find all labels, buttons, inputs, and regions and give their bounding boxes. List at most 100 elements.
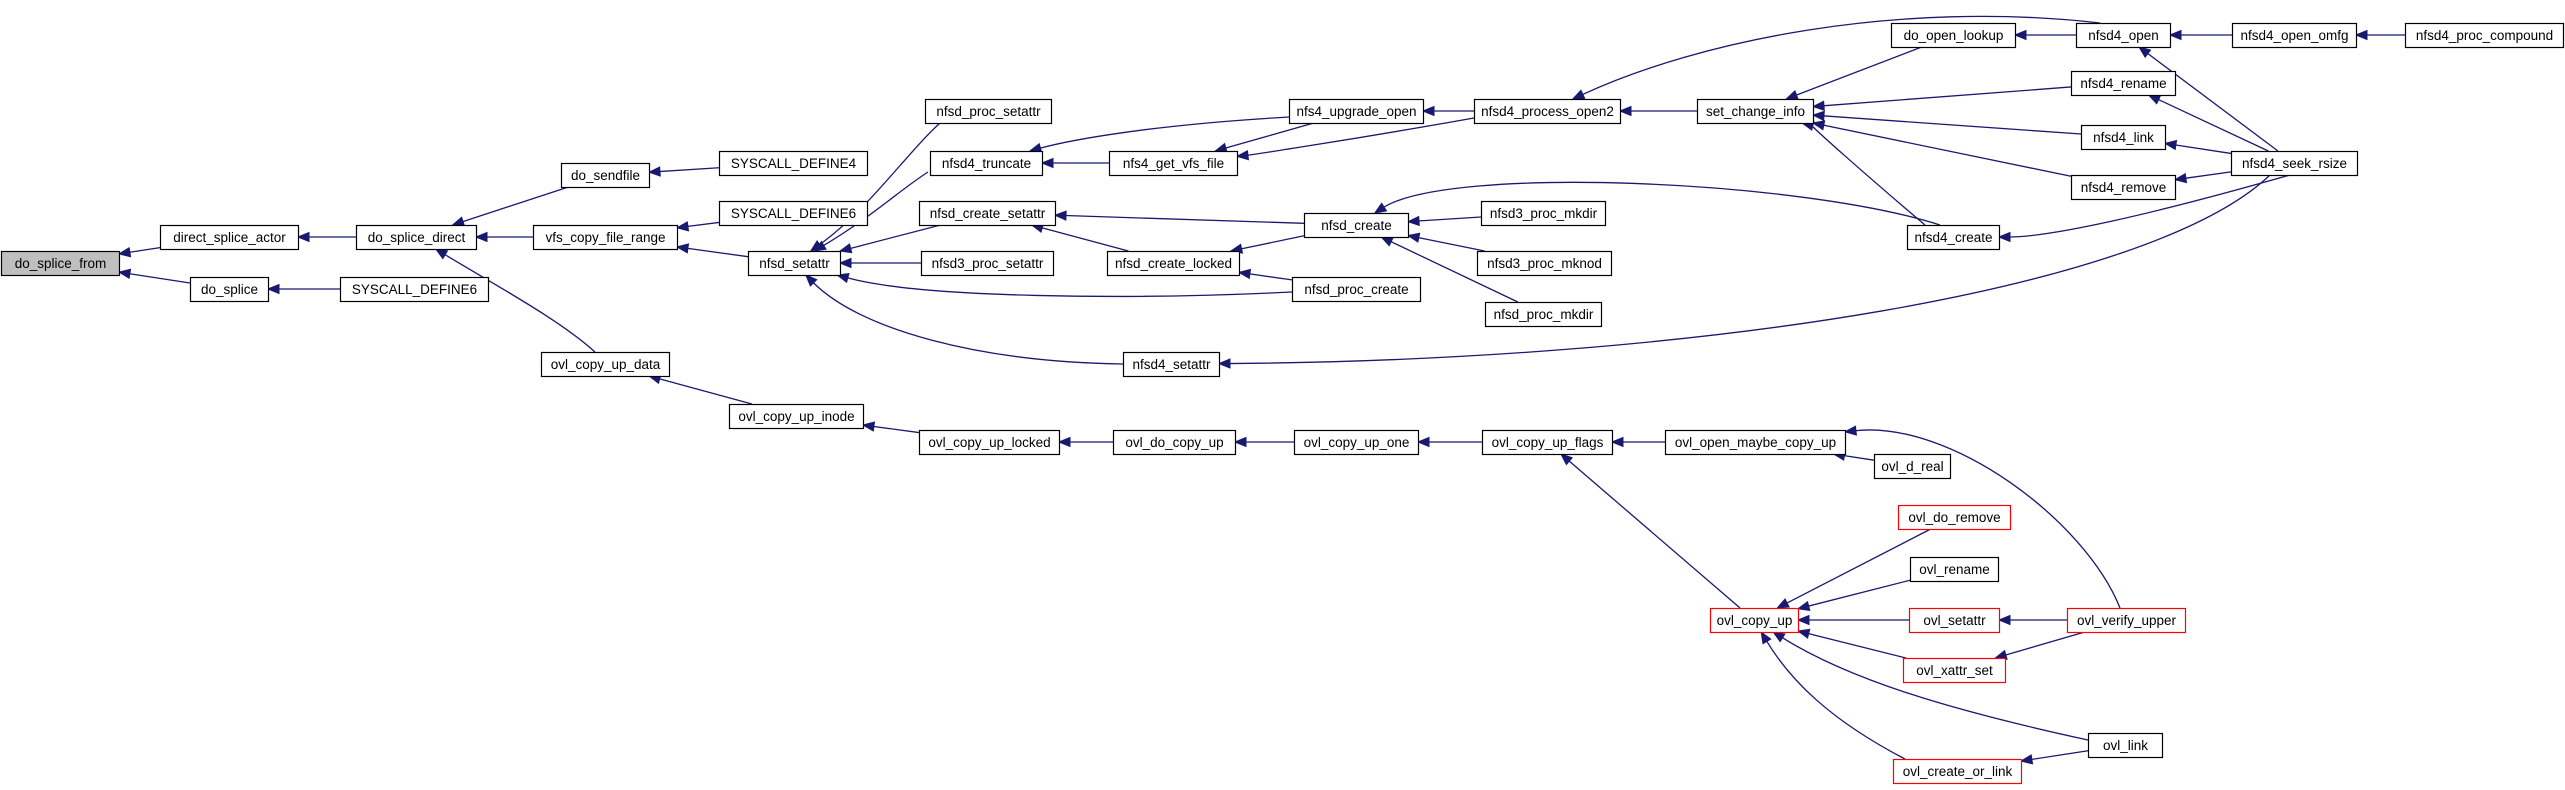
arrowhead bbox=[1057, 436, 1071, 448]
node-ovl-copy-up-data[interactable]: ovl_copy_up_data bbox=[540, 351, 671, 378]
node-label: do_open_lookup bbox=[1904, 28, 2004, 43]
node-ovl-xattr-set[interactable]: ovl_xattr_set bbox=[1902, 657, 2007, 684]
node-nfsd3-proc-setattr[interactable]: nfsd3_proc_setattr bbox=[920, 250, 1055, 277]
node-syscall-define4[interactable]: SYSCALL_DEFINE4 bbox=[718, 150, 869, 177]
node-box bbox=[2080, 124, 2167, 151]
arrowhead bbox=[1406, 215, 1420, 227]
node-ovl-copy-up[interactable]: ovl_copy_up bbox=[1709, 607, 1800, 634]
node-label: ovl_copy_up_data bbox=[551, 357, 661, 372]
edge-ovl_copy_up-to-ovl_copy_up_flags bbox=[1559, 453, 1741, 609]
node-do-open-lookup[interactable]: do_open_lookup bbox=[1890, 22, 2017, 49]
arrowhead bbox=[2019, 754, 2034, 765]
node-box bbox=[2066, 607, 2187, 634]
node-ovl-copy-up-inode[interactable]: ovl_copy_up_inode bbox=[728, 403, 865, 430]
node-ovl-copy-up-one[interactable]: ovl_copy_up_one bbox=[1293, 429, 1420, 456]
edge-nfsd3_proc_mkdir-to-nfsd_create bbox=[1406, 215, 1482, 227]
edge-line bbox=[1568, 460, 1741, 609]
node-box bbox=[2230, 150, 2359, 177]
edge-line bbox=[461, 186, 569, 223]
node-box bbox=[1480, 200, 1607, 227]
node-nfsd-create[interactable]: nfsd_create bbox=[1303, 212, 1410, 239]
node-direct-splice-actor[interactable]: direct_splice_actor bbox=[159, 224, 300, 251]
arrowhead bbox=[1997, 614, 2011, 626]
node-nfs4-upgrade-open[interactable]: nfs4_upgrade_open bbox=[1288, 98, 1425, 125]
node-nfsd-proc-create[interactable]: nfsd_proc_create bbox=[1291, 276, 1422, 303]
node-nfsd4-process-open2[interactable]: nfsd4_process_open2 bbox=[1473, 98, 1622, 125]
edge-nfsd_create_setattr-to-nfsd_setattr bbox=[838, 224, 941, 254]
node-box bbox=[918, 429, 1061, 456]
node-ovl-do-remove[interactable]: ovl_do_remove bbox=[1897, 504, 2012, 531]
node-box bbox=[918, 200, 1057, 227]
edge-line bbox=[1041, 226, 1129, 252]
node-label: nfs4_get_vfs_file bbox=[1123, 156, 1224, 171]
node-label: ovl_link bbox=[2103, 738, 2148, 753]
arrowhead bbox=[1559, 453, 1574, 466]
node-ovl-setattr[interactable]: ovl_setattr bbox=[1908, 607, 2001, 634]
node-nfsd4-setattr[interactable]: nfsd4_setattr bbox=[1122, 351, 1221, 378]
edge-line bbox=[128, 246, 161, 254]
node-nfsd4-open[interactable]: nfsd4_open bbox=[2075, 22, 2172, 49]
node-nfsd4-seek-rsize[interactable]: nfsd4_seek_rsize bbox=[2230, 150, 2359, 177]
node-ovl-do-copy-up[interactable]: ovl_do_copy_up bbox=[1112, 429, 1237, 456]
node-box bbox=[1293, 429, 1420, 456]
node-ovl-create-or-link[interactable]: ovl_create_or_link bbox=[1892, 758, 2023, 785]
node-ovl-open-maybe-copy-up[interactable]: ovl_open_maybe_copy_up bbox=[1664, 429, 1847, 456]
node-nfsd-proc-setattr[interactable]: nfsd_proc_setattr bbox=[924, 98, 1053, 125]
edge-do_splice-to-do_splice_from bbox=[117, 268, 191, 284]
node-ovl-link[interactable]: ovl_link bbox=[2087, 732, 2164, 759]
node-ovl-verify-upper[interactable]: ovl_verify_upper bbox=[2066, 607, 2187, 634]
node-do-splice-direct[interactable]: do_splice_direct bbox=[355, 224, 478, 251]
node-nfsd3-proc-mknod[interactable]: nfsd3_proc_mknod bbox=[1476, 250, 1613, 277]
node-syscall-define6-a[interactable]: SYSCALL_DEFINE6 bbox=[339, 276, 490, 303]
node-do-splice[interactable]: do_splice bbox=[189, 276, 270, 303]
edge-ovl_link-to-ovl_create_or_link bbox=[2019, 750, 2089, 765]
edge-nfs4_get_vfs_file-to-nfsd4_truncate bbox=[1040, 157, 1109, 169]
node-nfsd4-remove[interactable]: nfsd4_remove bbox=[2070, 174, 2177, 201]
node-ovl-copy-up-locked[interactable]: ovl_copy_up_locked bbox=[918, 429, 1061, 456]
arrowhead bbox=[2163, 139, 2178, 151]
arrowhead bbox=[1997, 231, 2011, 243]
node-syscall-define6-b[interactable]: SYSCALL_DEFINE6 bbox=[718, 200, 869, 227]
node-nfsd4-create[interactable]: nfsd4_create bbox=[1906, 224, 2001, 251]
node-label: nfsd4_open_omfg bbox=[2240, 28, 2348, 43]
node-do-sendfile[interactable]: do_sendfile bbox=[560, 162, 651, 189]
node-nfsd4-link[interactable]: nfsd4_link bbox=[2080, 124, 2167, 151]
edge-nfsd4_proc_compound-to-nfsd4_open_omfg bbox=[2354, 29, 2405, 41]
node-label: ovl_verify_upper bbox=[2077, 613, 2177, 628]
node-vfs-copy-file-range[interactable]: vfs_copy_file_range bbox=[532, 224, 679, 251]
node-nfsd4-open-omfg[interactable]: nfsd4_open_omfg bbox=[2231, 22, 2358, 49]
node-label: ovl_do_remove bbox=[1908, 510, 2000, 525]
edge-nfsd3_proc_mknod-to-nfsd_create bbox=[1406, 232, 1485, 252]
node-box bbox=[2070, 174, 2177, 201]
node-ovl-rename[interactable]: ovl_rename bbox=[1909, 556, 2000, 583]
node-nfsd4-proc-compound[interactable]: nfsd4_proc_compound bbox=[2404, 22, 2565, 49]
node-box bbox=[355, 224, 478, 251]
node-box bbox=[718, 150, 869, 177]
node-label: nfsd4_open bbox=[2088, 28, 2159, 43]
node-label: nfsd_create_locked bbox=[1115, 256, 1232, 271]
node-box bbox=[1902, 657, 2007, 684]
node-do-splice-from[interactable]: do_splice_from bbox=[0, 250, 121, 277]
node-nfsd-create-locked[interactable]: nfsd_create_locked bbox=[1106, 250, 1241, 277]
node-nfsd-proc-mkdir[interactable]: nfsd_proc_mkdir bbox=[1484, 301, 1603, 328]
node-nfsd-create-setattr[interactable]: nfsd_create_setattr bbox=[918, 200, 1057, 227]
arrowhead bbox=[2013, 29, 2027, 41]
node-label: do_sendfile bbox=[571, 168, 640, 183]
node-nfsd-setattr[interactable]: nfsd_setattr bbox=[747, 250, 842, 277]
node-nfsd4-truncate[interactable]: nfsd4_truncate bbox=[929, 150, 1044, 177]
node-box bbox=[560, 162, 651, 189]
node-label: SYSCALL_DEFINE4 bbox=[731, 156, 857, 171]
arrowhead bbox=[1235, 149, 1249, 161]
arrowhead bbox=[2137, 46, 2152, 59]
node-nfsd4-rename[interactable]: nfsd4_rename bbox=[2070, 70, 2177, 97]
node-label: vfs_copy_file_range bbox=[545, 230, 665, 245]
arrowhead bbox=[117, 246, 132, 258]
node-ovl-copy-up-flags[interactable]: ovl_copy_up_flags bbox=[1481, 429, 1614, 456]
node-nfs4-get-vfs-file[interactable]: nfs4_get_vfs_file bbox=[1108, 150, 1239, 177]
node-ovl-d-real[interactable]: ovl_d_real bbox=[1873, 453, 1952, 480]
node-box bbox=[1473, 98, 1622, 125]
arrowhead bbox=[838, 257, 852, 269]
node-set-change-info[interactable]: set_change_info bbox=[1696, 98, 1815, 125]
node-nfsd3-proc-mkdir[interactable]: nfsd3_proc_mkdir bbox=[1480, 200, 1607, 227]
